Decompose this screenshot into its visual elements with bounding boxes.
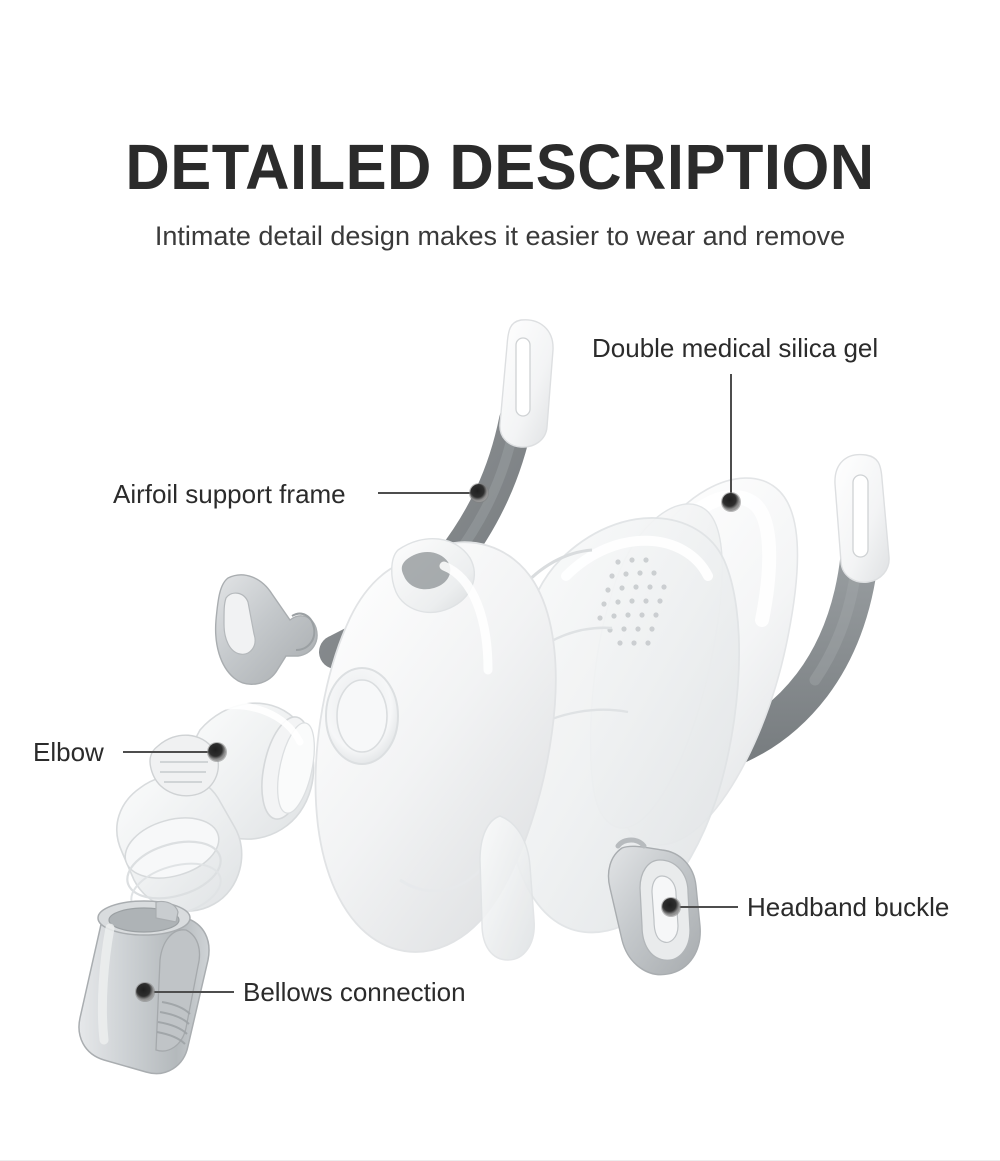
mask-frame bbox=[314, 538, 557, 961]
headband-buckle-left bbox=[214, 574, 318, 685]
callout-label-airfoil-support-frame: Airfoil support frame bbox=[113, 479, 346, 509]
cpap-mask-exploded-diagram bbox=[78, 319, 890, 1075]
page-subtitle: Intimate detail design makes it easier t… bbox=[154, 221, 846, 251]
callout-label-bellows-connection: Bellows connection bbox=[243, 977, 466, 1007]
strap-tab-left bbox=[499, 319, 554, 448]
callout-dot-elbow bbox=[208, 743, 226, 761]
callout-label-double-medical-silica-gel: Double medical silica gel bbox=[592, 333, 879, 363]
callout-dot-double-medical-silica-gel bbox=[722, 493, 740, 511]
leader-line-double-medical-silica-gel bbox=[730, 374, 732, 494]
strap-tab-right bbox=[834, 453, 890, 583]
callout-label-elbow: Elbow bbox=[33, 737, 104, 767]
page-title: DETAILED DESCRIPTION bbox=[125, 130, 875, 203]
leader-line-airfoil-support-frame bbox=[378, 492, 472, 494]
frame-port bbox=[325, 667, 399, 765]
leader-line-headband-buckle bbox=[676, 906, 738, 908]
elbow-connector bbox=[116, 702, 315, 918]
callout-label-headband-buckle: Headband buckle bbox=[747, 892, 950, 922]
leader-line-bellows-connection bbox=[152, 991, 234, 993]
callout-dot-headband-buckle bbox=[662, 898, 680, 916]
callout-dot-airfoil-support-frame bbox=[470, 484, 488, 502]
callout-dot-bellows-connection bbox=[136, 983, 154, 1001]
vent-hole-array bbox=[597, 557, 667, 646]
product-illustration bbox=[0, 260, 1000, 1090]
leader-line-elbow bbox=[123, 751, 211, 753]
